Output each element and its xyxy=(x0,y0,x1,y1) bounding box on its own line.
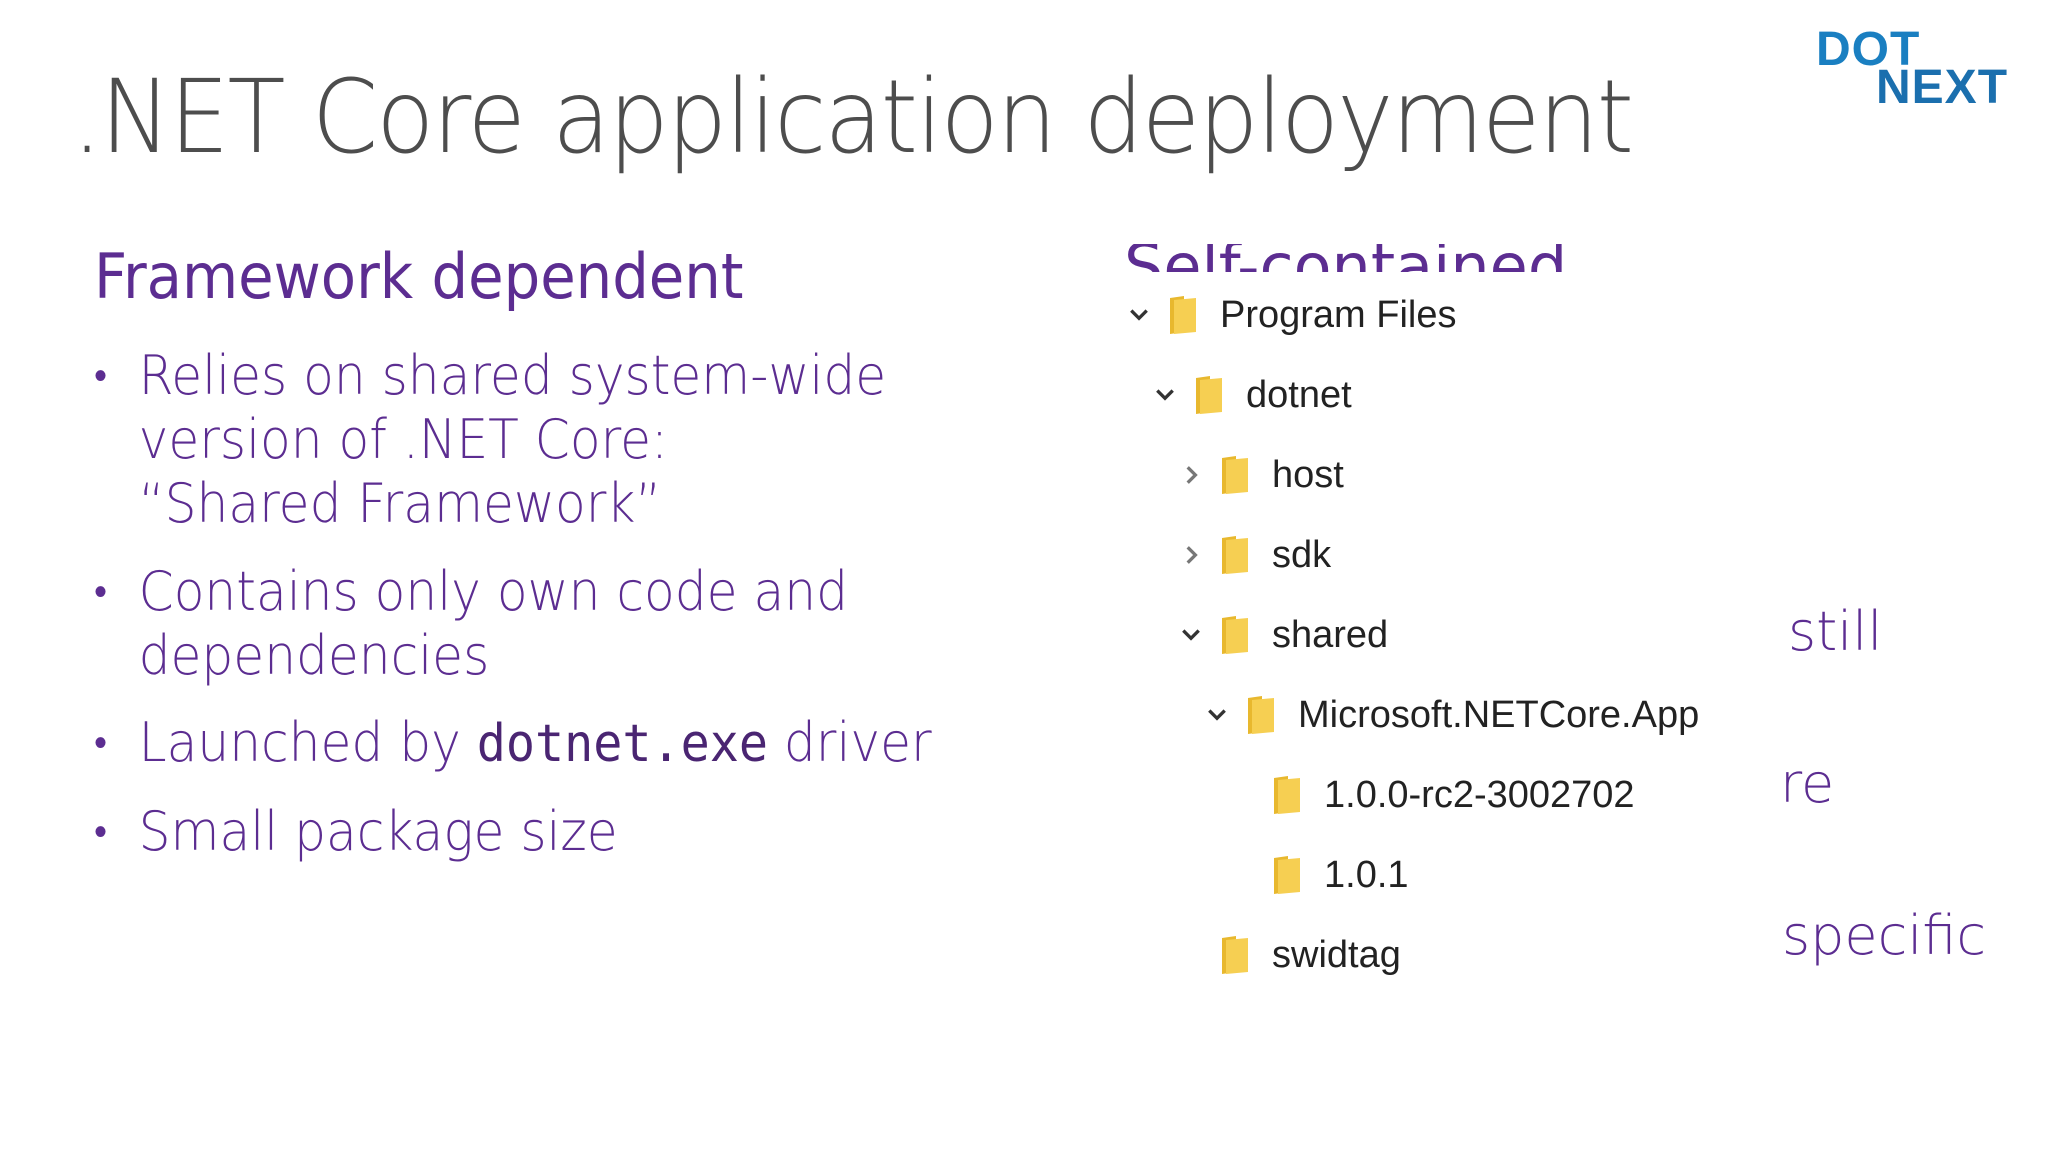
bullet-text: Launched by dotnet.exe driver xyxy=(139,711,932,776)
bullet-prefix: Launched by xyxy=(138,711,477,774)
tree-item-label: Program Files xyxy=(1220,293,1457,336)
tree-item-label: swidtag xyxy=(1272,933,1401,976)
bullet-line: Relies on shared system-wide xyxy=(138,344,887,407)
folder-icon xyxy=(1192,374,1226,416)
folder-tree: Program Files dotnet host sdk shared Mic… xyxy=(1110,285,1770,1005)
tree-item-label: shared xyxy=(1272,613,1389,656)
folder-icon xyxy=(1218,534,1252,576)
tree-item-program-files[interactable]: Program Files xyxy=(1122,285,1457,345)
bullet-dot: • xyxy=(94,569,108,615)
logo-line-next: NEXT xyxy=(1876,61,2009,114)
folder-icon xyxy=(1166,294,1200,336)
chevron-spacer xyxy=(1226,775,1260,815)
bullet-text: Relies on shared system-wide version of … xyxy=(139,344,887,536)
bullet-dot: • xyxy=(94,720,108,766)
bullet-text: Small package size xyxy=(139,800,618,864)
bullet-text: Contains only own code and dependencies xyxy=(139,560,848,688)
tree-item-sdk[interactable]: sdk xyxy=(1174,525,1331,585)
bullet-line: “Shared Framework” xyxy=(138,472,662,535)
slide-title: .NET Core application deployment xyxy=(72,58,1634,177)
tree-item-swidtag[interactable]: swidtag xyxy=(1174,925,1401,985)
tree-item-label: 1.0.0-rc2-3002702 xyxy=(1324,773,1635,816)
framework-dependent-heading: Framework dependent xyxy=(94,240,744,313)
tree-item-label: dotnet xyxy=(1246,373,1352,416)
chevron-right-icon[interactable] xyxy=(1174,535,1208,575)
chevron-right-icon[interactable] xyxy=(1174,455,1208,495)
bullet-line: Small package size xyxy=(138,800,618,863)
bullet-line: version of .NET Core: xyxy=(138,408,668,471)
bullet-suffix: driver xyxy=(767,711,932,774)
tree-item-label: 1.0.1 xyxy=(1324,853,1409,896)
folder-icon xyxy=(1218,454,1252,496)
folder-icon xyxy=(1270,854,1304,896)
dotnext-logo: DOT NEXT xyxy=(1816,26,2026,116)
chevron-down-icon[interactable] xyxy=(1122,295,1156,335)
chevron-down-icon[interactable] xyxy=(1148,375,1182,415)
chevron-down-icon[interactable] xyxy=(1174,615,1208,655)
text-fragment: still xyxy=(1788,600,1883,663)
tree-item-microsoft-netcore-app[interactable]: Microsoft.NETCore.App xyxy=(1200,685,1699,745)
self-contained-heading: Self-contained xyxy=(1124,244,1567,272)
chevron-down-icon[interactable] xyxy=(1200,695,1234,735)
bullet-line: Contains only own code and xyxy=(138,560,848,623)
tree-item-label: sdk xyxy=(1272,533,1332,576)
tree-item-label: Microsoft.NETCore.App xyxy=(1298,693,1700,736)
logo-line-dot: DOT xyxy=(1816,23,1921,76)
tree-item-version-1-0-1[interactable]: 1.0.1 xyxy=(1226,845,1409,905)
bullet-line: dependencies xyxy=(138,624,490,687)
text-fragment: specific xyxy=(1782,904,1987,967)
folder-icon xyxy=(1218,614,1252,656)
bullet-dot: • xyxy=(94,809,108,855)
chevron-spacer xyxy=(1174,935,1208,975)
tree-item-label: host xyxy=(1272,453,1344,496)
tree-item-version-rc2[interactable]: 1.0.0-rc2-3002702 xyxy=(1226,765,1635,825)
self-contained-heading-text: Self-contained xyxy=(1124,244,1567,272)
folder-icon xyxy=(1270,774,1304,816)
text-fragment: re xyxy=(1780,752,1835,815)
tree-item-shared[interactable]: shared xyxy=(1174,605,1388,665)
folder-icon xyxy=(1218,934,1252,976)
folder-icon xyxy=(1244,694,1278,736)
chevron-spacer xyxy=(1226,855,1260,895)
tree-item-host[interactable]: host xyxy=(1174,445,1344,505)
tree-item-dotnet[interactable]: dotnet xyxy=(1148,365,1352,425)
dotnet-exe-code: dotnet.exe xyxy=(476,714,768,774)
bullet-dot: • xyxy=(94,353,108,399)
